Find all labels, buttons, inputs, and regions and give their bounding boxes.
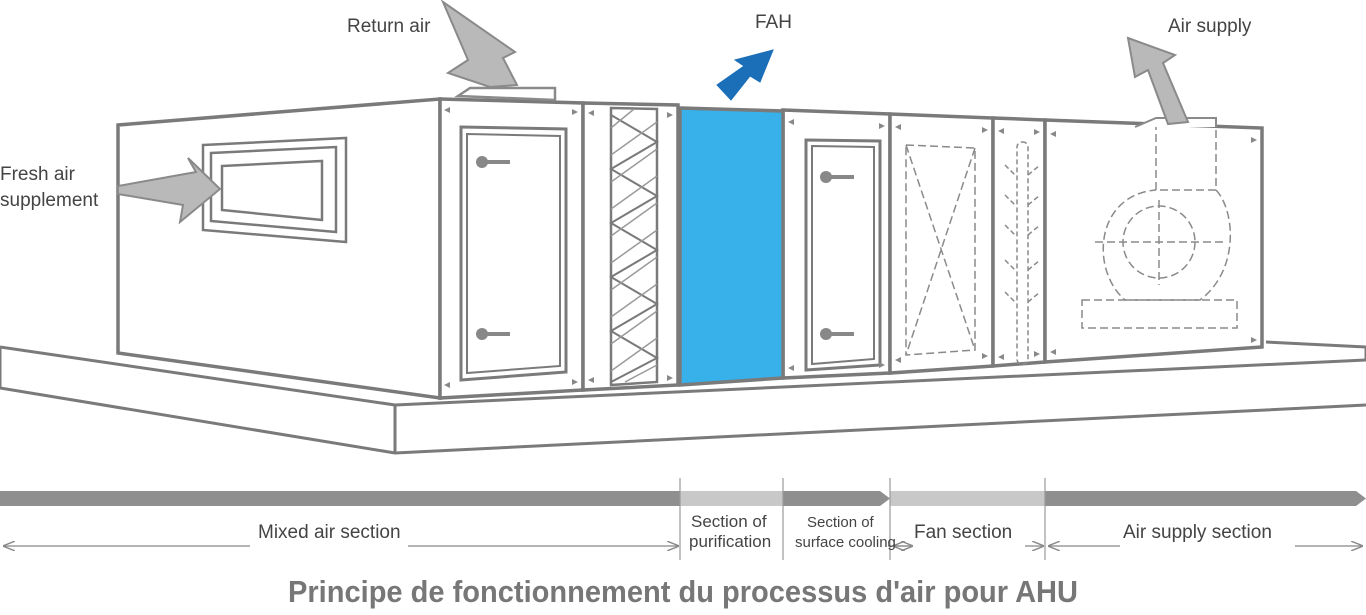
base-platform: [0, 340, 1366, 455]
fah-panel: [678, 106, 785, 387]
access-door-2: [804, 138, 882, 372]
diagram-title: Principe de fonctionnement du processus …: [288, 574, 1078, 609]
door-handle-icon: [820, 328, 854, 340]
section-label-purification-2: purification: [689, 532, 771, 551]
fresh-air-louver: [201, 136, 348, 244]
section-label-cooling-1: Section of: [807, 514, 875, 531]
section-label-purification-1: Section of: [691, 512, 767, 531]
air-supply-arrow-icon: [1126, 36, 1190, 126]
humidifier: [1004, 141, 1041, 365]
return-air-collar: [454, 86, 557, 102]
fresh-air-arrow-icon: [117, 157, 222, 225]
fresh-air-label-line2: supplement: [0, 190, 99, 211]
door-handle-icon: [476, 328, 510, 340]
door-handle-icon: [820, 171, 854, 183]
air-supply-label: Air supply: [1168, 16, 1252, 37]
fah-label: FAH: [755, 12, 792, 33]
section-label-mixed: Mixed air section: [258, 522, 401, 543]
fresh-air-label-line1: Fresh air: [0, 164, 76, 185]
filter-panel: [609, 106, 660, 387]
return-air-arrow-icon: [441, 0, 519, 89]
return-air-label: Return air: [347, 16, 431, 37]
section-band: [0, 478, 1366, 560]
section-label-cooling-2: surface cooling: [795, 534, 896, 551]
section-label-fan: Fan section: [914, 522, 1012, 543]
access-door-1: [459, 125, 568, 382]
section-label-air-supply: Air supply section: [1123, 522, 1272, 543]
fah-arrow-icon: [716, 49, 774, 101]
cooling-coil: [905, 144, 976, 356]
joint-markers: [444, 107, 1257, 388]
door-handle-icon: [476, 156, 510, 168]
